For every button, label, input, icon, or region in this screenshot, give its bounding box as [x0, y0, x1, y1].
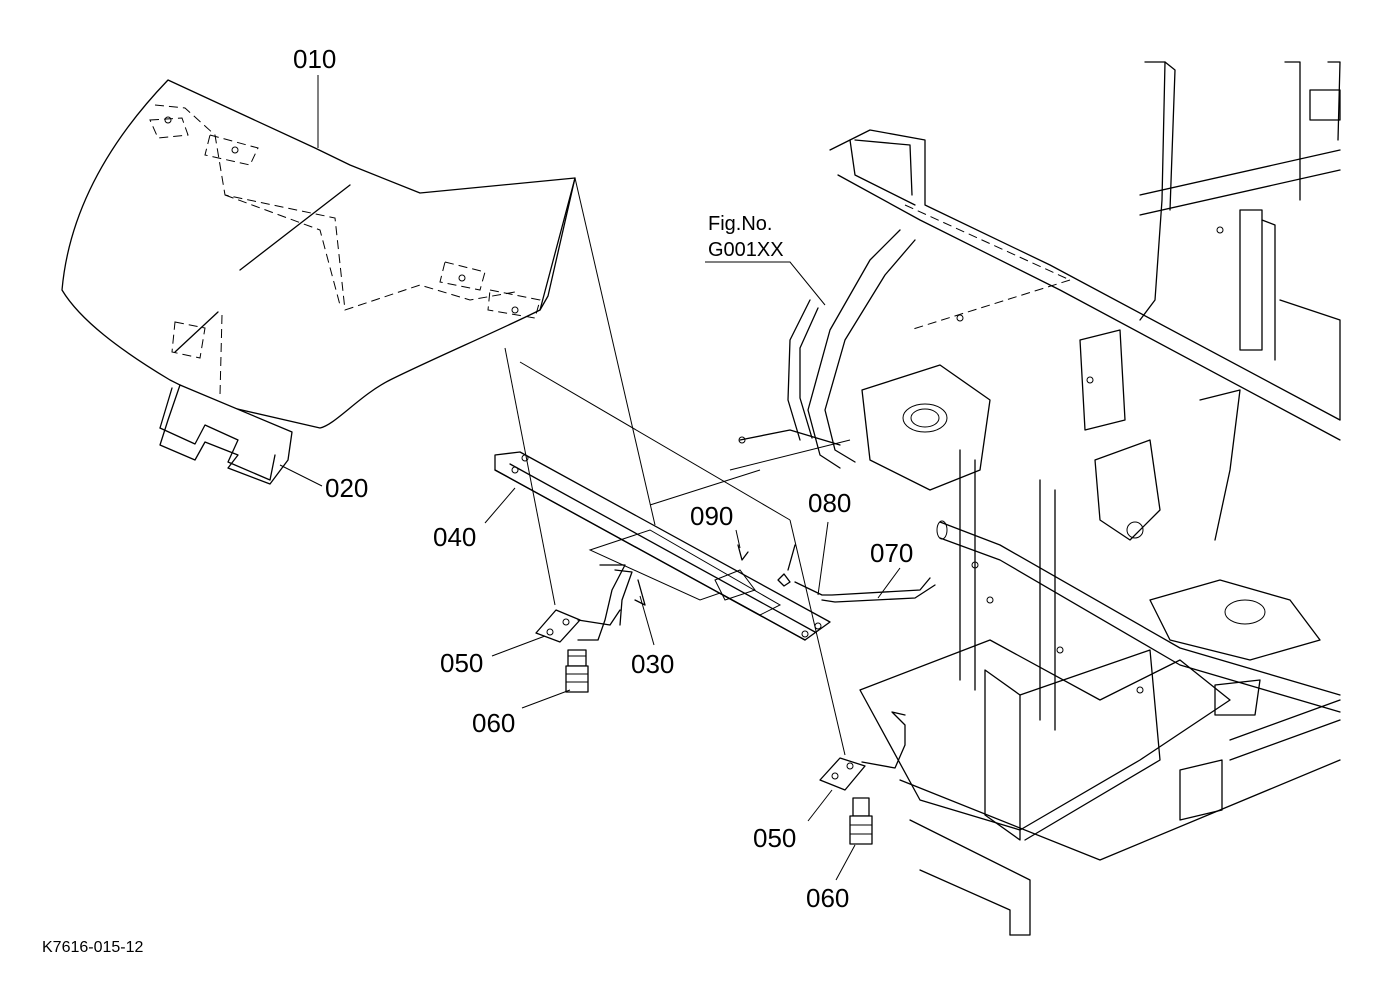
callout-060-right: 060 — [806, 883, 849, 913]
chassis-frame — [738, 61, 1341, 936]
part-080-spring[interactable] — [777, 544, 796, 587]
callout-020: 020 — [325, 473, 368, 503]
part-070-rod[interactable] — [794, 577, 936, 603]
callout-070: 070 — [870, 538, 913, 568]
callout-050-right: 050 — [753, 823, 796, 853]
callout-010: 010 — [293, 44, 336, 74]
part-030-spring-clip[interactable] — [577, 564, 646, 641]
leader-lines — [279, 75, 901, 881]
callout-080: 080 — [808, 488, 851, 518]
part-090-pin[interactable] — [737, 544, 749, 561]
callout-030: 030 — [631, 649, 674, 679]
part-050-bracket-left[interactable] — [535, 609, 621, 643]
callout-060-left: 060 — [472, 708, 515, 738]
part-050-bracket-right[interactable] — [819, 711, 906, 791]
part-060-cushion-left[interactable] — [565, 649, 589, 693]
callout-040: 040 — [433, 522, 476, 552]
part-040-bracket-bar[interactable] — [494, 451, 831, 641]
plate-cutout — [714, 569, 756, 601]
drawing-code: K7616-015-12 — [42, 939, 144, 956]
fig-ref-line1[interactable]: Fig.No. — [708, 213, 772, 235]
callout-090: 090 — [690, 501, 733, 531]
alignment-lines — [504, 177, 1071, 756]
callout-050-left: 050 — [440, 648, 483, 678]
part-060-cushion-right[interactable] — [849, 797, 873, 845]
fig-ref-line2[interactable]: G001XX — [708, 239, 784, 261]
part-020-rubber-pad[interactable] — [159, 384, 293, 485]
mounting-plate-outline — [588, 529, 782, 616]
part-010-cover-panel[interactable] — [61, 79, 576, 429]
